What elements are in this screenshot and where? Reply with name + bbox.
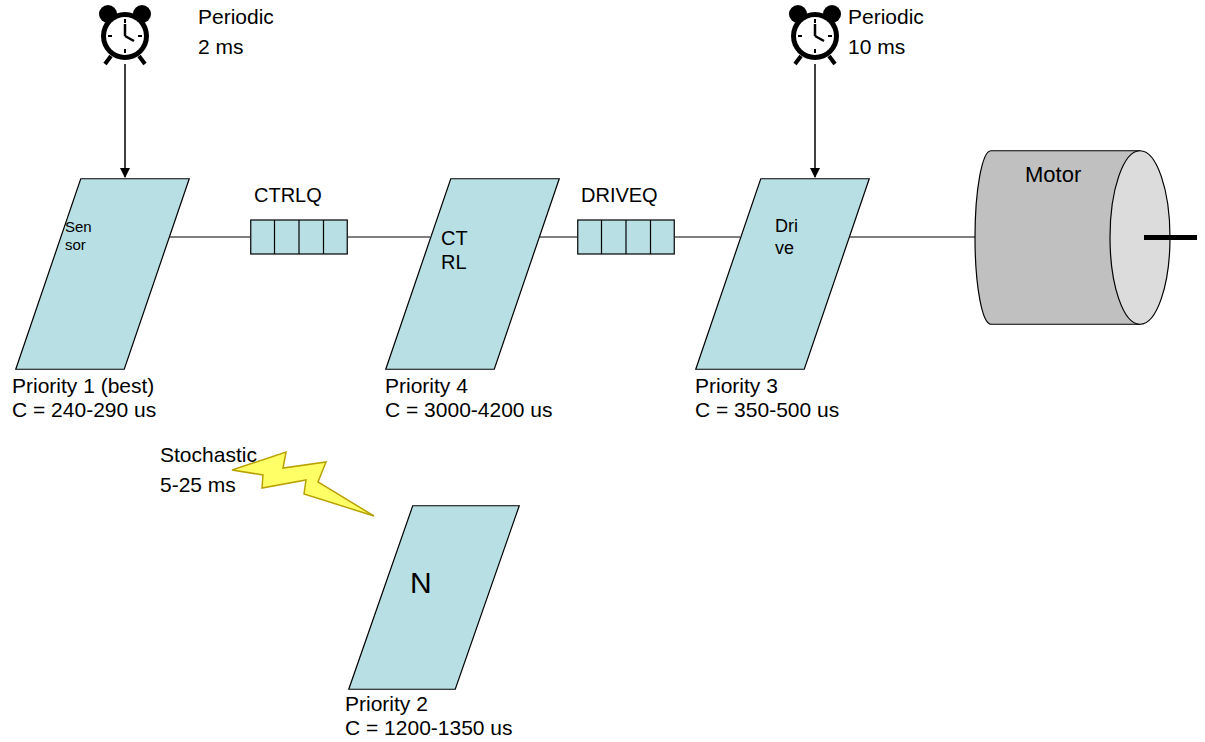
task-box: N — [348, 505, 520, 690]
annotation-label: Stochastic 5-25 ms — [160, 440, 266, 500]
annotation-label: Priority 1 (best) — [12, 374, 154, 398]
queue-slot — [298, 220, 299, 254]
trigger-arrow — [124, 64, 126, 177]
node-text: Motor — [1025, 162, 1081, 188]
annotation-label: Priority 4 — [385, 374, 468, 398]
alarm-clock — [789, 5, 841, 64]
queue-box: CTRLQ — [250, 183, 348, 254]
connector-line — [675, 236, 740, 237]
queue-slot — [650, 220, 651, 254]
node-text: Sen sor — [65, 218, 99, 254]
node-text: CT RL — [441, 226, 473, 274]
node-text: DRIVEQ — [581, 183, 658, 207]
node-text: Dri ve — [775, 216, 807, 259]
task-box: Sen sor — [15, 178, 190, 370]
queue-slot — [601, 220, 602, 254]
task-box-outline — [385, 178, 560, 370]
task-box-outline — [15, 178, 190, 370]
queue-slot — [625, 220, 626, 254]
trigger-arrow — [814, 64, 816, 177]
queue-slot — [274, 220, 275, 254]
motor-cylinder-outline — [975, 150, 1200, 325]
annotation-label: C = 350-500 us — [695, 398, 839, 422]
motor-shaft — [1144, 235, 1197, 240]
annotation-label: Periodic 2 ms — [198, 2, 284, 62]
annotation-label: C = 1200-1350 us — [345, 716, 513, 740]
connector-line — [348, 236, 430, 237]
queue-outline — [251, 220, 348, 254]
connector-line — [170, 236, 250, 237]
task-box: Dri ve — [695, 178, 870, 370]
task-box-outline — [695, 178, 870, 370]
task-outline — [349, 506, 520, 690]
queue-outline — [578, 220, 675, 254]
annotation-label: Priority 2 — [345, 692, 428, 716]
task-outline — [696, 179, 870, 370]
task-outline — [16, 179, 190, 370]
node-text: N — [410, 565, 450, 601]
task-box: CT RL — [385, 178, 560, 370]
annotation-label: Priority 3 — [695, 374, 778, 398]
annotation-label: Periodic 10 ms — [848, 2, 934, 62]
task-outline — [386, 179, 560, 370]
alarm-clock — [99, 5, 151, 64]
connector-line — [540, 236, 577, 237]
connector-line — [850, 236, 975, 237]
queue-box: DRIVEQ — [577, 183, 675, 254]
annotation-label: C = 240-290 us — [12, 398, 156, 422]
motor-cylinder: Motor — [975, 150, 1200, 325]
task-box-outline — [348, 505, 520, 690]
queue-slot — [323, 220, 324, 254]
node-text: CTRLQ — [254, 183, 322, 207]
annotation-label: C = 3000-4200 us — [385, 398, 553, 422]
